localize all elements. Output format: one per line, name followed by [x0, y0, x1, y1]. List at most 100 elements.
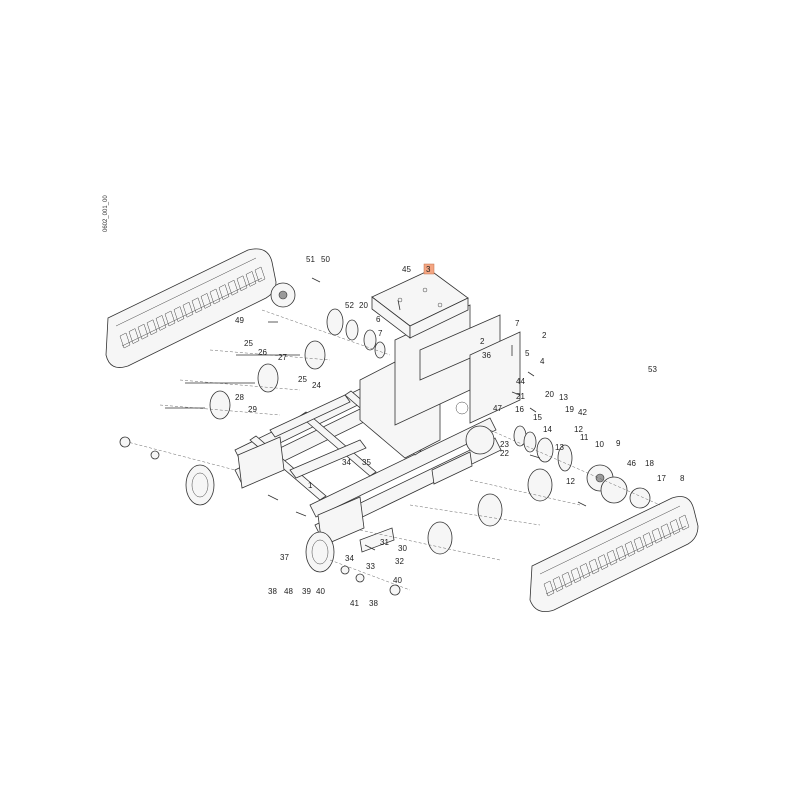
tread-lug: [164, 310, 176, 327]
callout-5[interactable]: 5: [525, 349, 530, 358]
callout-25a[interactable]: 25: [244, 339, 253, 348]
callout-51[interactable]: 51: [306, 255, 315, 264]
callout-18[interactable]: 18: [645, 459, 654, 468]
callout-53[interactable]: 53: [648, 365, 657, 374]
tread-lug: [606, 549, 618, 566]
callout-31[interactable]: 31: [380, 538, 389, 547]
callout-33[interactable]: 33: [366, 562, 375, 571]
tread-lug: [624, 541, 636, 557]
callout-34b[interactable]: 34: [345, 554, 354, 563]
tread-lug: [218, 284, 230, 300]
tread-lug: [651, 527, 663, 544]
idler-wheel-left: [119, 436, 236, 506]
callout-42[interactable]: 42: [578, 408, 587, 417]
callout-50[interactable]: 50: [321, 255, 330, 264]
callout-8[interactable]: 8: [680, 474, 685, 483]
callout-36[interactable]: 36: [482, 351, 491, 360]
callout-29[interactable]: 29: [248, 405, 257, 414]
callout-15[interactable]: 15: [533, 413, 542, 422]
tread-lug: [245, 271, 257, 287]
callout-16[interactable]: 16: [515, 405, 524, 414]
callout-12b[interactable]: 12: [566, 477, 575, 486]
tread-lug: [615, 545, 627, 562]
callout-26[interactable]: 26: [258, 348, 267, 357]
tread-lug: [200, 293, 212, 309]
tread-lug: [128, 328, 140, 344]
chassis-frame: [234, 304, 521, 553]
tread-lug: [678, 514, 690, 531]
tread-lug: [660, 523, 672, 540]
callout-22[interactable]: 22: [500, 449, 509, 458]
tread-lug: [588, 558, 600, 575]
callout-38a[interactable]: 38: [268, 587, 277, 596]
callout-52[interactable]: 52: [345, 301, 354, 310]
top-platform-plate: [371, 269, 469, 339]
callout-32[interactable]: 32: [395, 557, 404, 566]
callout-21[interactable]: 21: [516, 392, 525, 401]
callout-49[interactable]: 49: [235, 316, 244, 325]
fasteners: [267, 277, 587, 551]
callout-7b[interactable]: 7: [515, 319, 520, 328]
callout-11[interactable]: 11: [580, 433, 589, 442]
rear-sprocket-assembly: [261, 282, 391, 359]
callout-12a[interactable]: 12: [574, 425, 583, 434]
callout-37[interactable]: 37: [280, 553, 289, 562]
callout-41[interactable]: 41: [350, 599, 359, 608]
road-wheels-left: [159, 340, 331, 420]
tread-lug: [191, 297, 203, 314]
callout-27[interactable]: 27: [278, 353, 287, 362]
tread-lug: [119, 332, 131, 349]
callout-17[interactable]: 17: [657, 474, 666, 483]
callout-40b[interactable]: 40: [316, 587, 325, 596]
callout-45[interactable]: 45: [402, 265, 411, 274]
callout-25b[interactable]: 25: [298, 375, 307, 384]
callout-48[interactable]: 48: [284, 587, 293, 596]
callout-2a[interactable]: 2: [480, 337, 485, 346]
tread-lug: [561, 571, 573, 588]
callout-13b[interactable]: 13: [555, 443, 564, 452]
callout-14[interactable]: 14: [543, 425, 552, 434]
tread-lug: [597, 554, 609, 570]
idler-wheel-right: [305, 531, 411, 596]
callout-1[interactable]: 1: [308, 481, 313, 490]
callout-13a[interactable]: 13: [559, 393, 568, 402]
callout-20a[interactable]: 20: [359, 301, 368, 310]
callout-28[interactable]: 28: [235, 393, 244, 402]
callout-40a[interactable]: 40: [393, 576, 402, 585]
rubber-track-left: [105, 248, 277, 368]
tread-lug: [155, 315, 167, 331]
callout-30[interactable]: 30: [398, 544, 407, 553]
tread-lug: [579, 563, 591, 579]
callout-4[interactable]: 4: [540, 357, 545, 366]
tread-lug: [209, 288, 221, 305]
callout-23[interactable]: 23: [500, 440, 509, 449]
callout-44[interactable]: 44: [516, 377, 525, 386]
callout-35[interactable]: 35: [362, 458, 371, 467]
tread-lug: [669, 519, 681, 535]
tread-lug: [227, 279, 239, 296]
rubber-track-right: [529, 496, 699, 613]
callout-2b[interactable]: 2: [542, 331, 547, 340]
callout-34a[interactable]: 34: [342, 458, 351, 467]
callout-3[interactable]: 3: [426, 265, 431, 274]
callout-39[interactable]: 39: [302, 587, 311, 596]
callout-20b[interactable]: 20: [545, 390, 554, 399]
tread-lug: [137, 323, 149, 340]
callout-9[interactable]: 9: [616, 439, 621, 448]
callout-24[interactable]: 24: [312, 381, 321, 390]
road-wheels-right: [359, 468, 581, 561]
callout-47[interactable]: 47: [493, 404, 502, 413]
callout-46[interactable]: 46: [627, 459, 636, 468]
drawing-code: 0602_001_00: [103, 195, 109, 232]
tread-lug: [182, 301, 194, 318]
callout-7a[interactable]: 7: [378, 329, 383, 338]
callout-10[interactable]: 10: [595, 440, 604, 449]
front-drive-assembly: [465, 425, 661, 509]
callout-19[interactable]: 19: [565, 405, 574, 414]
callout-6[interactable]: 6: [376, 315, 381, 324]
callout-38b[interactable]: 38: [369, 599, 378, 608]
tread-lug: [633, 536, 645, 553]
tread-lug: [552, 576, 564, 592]
